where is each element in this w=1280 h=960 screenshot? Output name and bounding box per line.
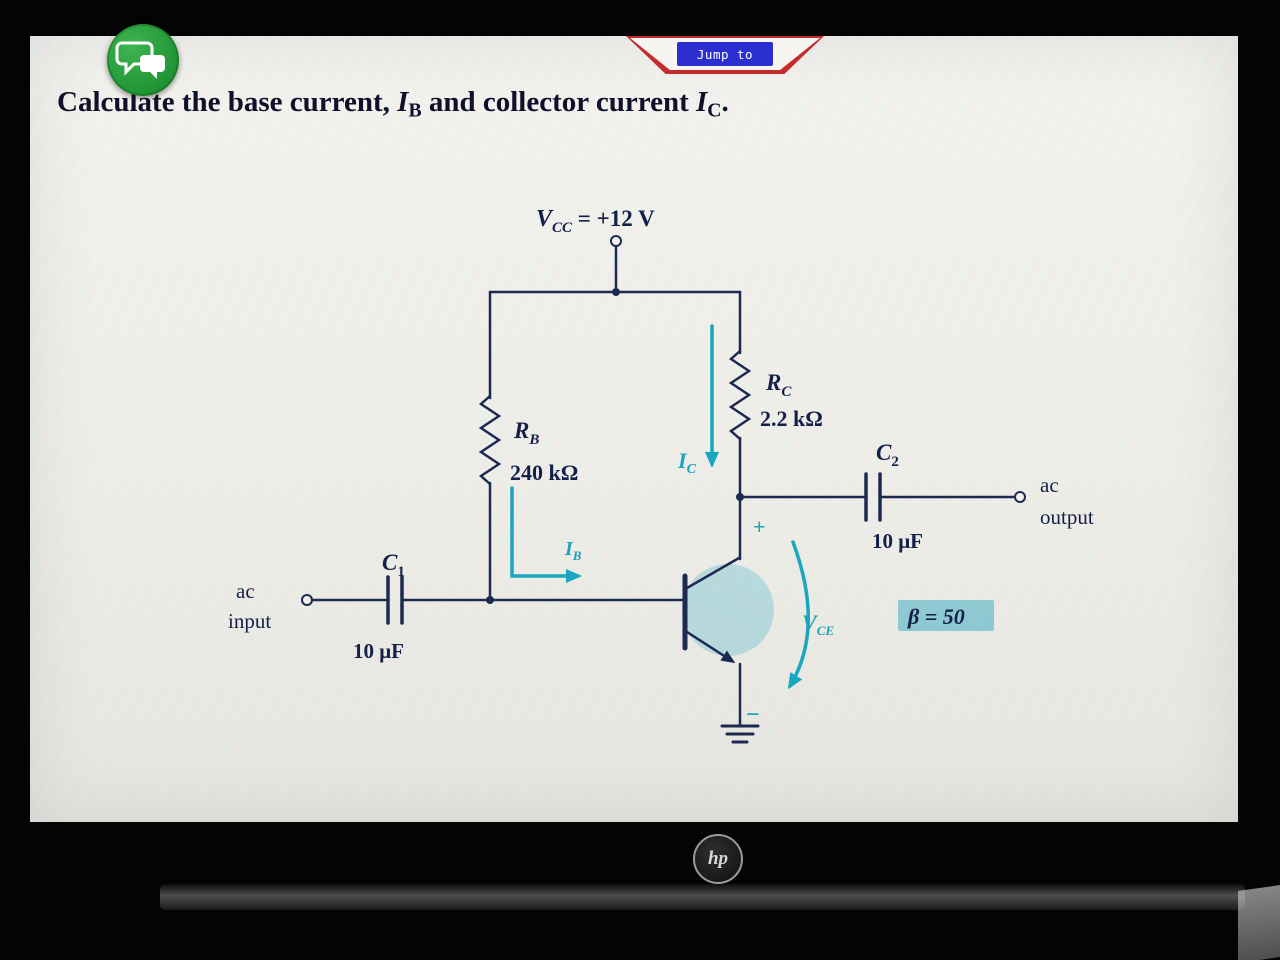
rb-branch bbox=[478, 290, 502, 602]
input-terminal bbox=[301, 594, 313, 606]
title-text-2: and collector current bbox=[421, 86, 696, 118]
capacitor-c1 bbox=[386, 575, 404, 625]
rc-branch bbox=[728, 290, 752, 499]
title-var-ic: I bbox=[695, 86, 708, 118]
rc-value: 2.2 kΩ bbox=[760, 406, 823, 431]
question-title: Calculate the base current, IB and colle… bbox=[57, 86, 729, 123]
laptop-edge-band bbox=[160, 884, 1245, 910]
junction-dot-base bbox=[486, 596, 494, 604]
svg-text:input: input bbox=[228, 609, 271, 633]
vcc-terminal bbox=[610, 235, 622, 294]
rb-value: 240 kΩ bbox=[510, 460, 578, 485]
transistor bbox=[682, 496, 774, 728]
plus-sign: + bbox=[753, 514, 766, 539]
screen: Jump to Calculate the base current, IB a… bbox=[30, 36, 1238, 822]
c2-label: C2 bbox=[876, 440, 899, 470]
chat-bubbles-icon[interactable] bbox=[107, 24, 179, 96]
vce-label: VCE bbox=[802, 610, 834, 638]
vcc-terminal-circle bbox=[610, 235, 622, 247]
output-terminal bbox=[1014, 491, 1026, 503]
svg-text:ac: ac bbox=[1040, 473, 1059, 497]
transistor-collector bbox=[685, 556, 741, 590]
jump-to-button[interactable]: Jump to bbox=[677, 42, 773, 66]
ac-input-label: ac input bbox=[228, 579, 271, 633]
title-sub-b: B bbox=[408, 99, 422, 122]
minus-sign: − bbox=[746, 702, 760, 728]
ground-symbol bbox=[720, 724, 760, 744]
title-sub-c: C bbox=[707, 99, 722, 122]
ac-output-label: ac output bbox=[1040, 473, 1094, 529]
vce-arc-arrow bbox=[787, 540, 811, 690]
vcc-label: VCC = +12 V bbox=[536, 206, 655, 236]
jump-to-ribbon: Jump to bbox=[626, 36, 824, 74]
svg-text:β = 50: β = 50 bbox=[907, 604, 965, 629]
input-branch bbox=[301, 575, 687, 625]
beta-label: β = 50 bbox=[898, 600, 994, 631]
output-branch bbox=[738, 472, 1026, 522]
title-period: . bbox=[721, 86, 729, 118]
rc-label: RC bbox=[765, 370, 792, 400]
title-text: Calculate the base current, bbox=[57, 86, 398, 118]
c1-value: 10 μF bbox=[353, 639, 404, 663]
transistor-body bbox=[682, 564, 774, 656]
junction-dot-top bbox=[612, 288, 620, 296]
beta-highlight bbox=[898, 600, 994, 631]
capacitor-c2 bbox=[864, 472, 882, 522]
chat-bubbles-glyph bbox=[115, 41, 165, 79]
ib-label: IB bbox=[564, 538, 582, 563]
background-light-patch bbox=[1238, 885, 1280, 960]
svg-text:output: output bbox=[1040, 505, 1094, 529]
ib-current-arrow bbox=[510, 486, 582, 583]
transistor-emitter bbox=[685, 630, 736, 664]
hp-logo: hp bbox=[693, 834, 743, 884]
svg-text:ac: ac bbox=[236, 579, 255, 603]
title-var-ib: I bbox=[397, 86, 409, 118]
ic-label: IC bbox=[677, 448, 697, 477]
resistor-rb bbox=[478, 394, 502, 486]
resistor-rc bbox=[728, 349, 752, 441]
circuit-diagram: VCC = +12 V RB 240 kΩ RC 2.2 kΩ C1 10 μF… bbox=[228, 206, 1094, 744]
c2-value: 10 μF bbox=[872, 529, 923, 553]
rb-label: RB bbox=[513, 418, 539, 448]
c1-label: C1 bbox=[382, 550, 405, 580]
